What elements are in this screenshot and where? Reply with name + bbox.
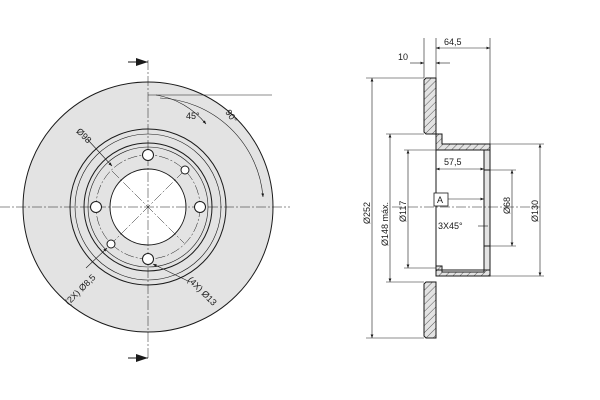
angle-90-arc: [159, 97, 265, 198]
section-arrowhead-top: [136, 58, 148, 66]
dim-57-5-label: 57,5: [444, 157, 462, 167]
chamfer-label: 3X45°: [438, 221, 463, 231]
screw-hole-upper-right: [180, 165, 190, 175]
dia-130-label: Ø130: [530, 200, 540, 222]
bolt-hole-left: [90, 201, 102, 213]
side-view: 10 64,5 57,5 A 3X45° Ø252 Ø148 máx. Ø117: [362, 37, 544, 339]
holes-4x-leader: [152, 263, 191, 283]
dim-64-5-label: 64,5: [444, 37, 462, 47]
friction-ring-section-bottom: [423, 281, 437, 339]
front-diagonal-axis-2: [111, 170, 185, 244]
dim-10-label: 10: [398, 52, 408, 62]
bolt-hole-right: [194, 201, 206, 213]
datum-a-box: [433, 192, 449, 207]
mounting-face: [483, 149, 491, 271]
friction-ring-section: [423, 77, 437, 135]
hat-section-top: [435, 133, 491, 153]
screw-hole-lower-left: [106, 239, 116, 249]
dia-98-leader: [87, 139, 113, 167]
angle-45-arc: [155, 94, 207, 125]
angle-45-label: 45°: [186, 111, 200, 121]
section-arrowhead-bottom: [136, 354, 148, 362]
dia-252-label: Ø252: [362, 202, 372, 224]
hat-cylinder-outline: [435, 149, 491, 271]
holes-2x-leader: [85, 247, 108, 269]
dia-148-label: Ø148 máx.: [380, 202, 390, 246]
dia-68-label: Ø68: [502, 197, 512, 214]
hat-section-bottom: [435, 265, 491, 277]
datum-a-label: A: [437, 195, 443, 205]
dia-117-label: Ø117: [398, 201, 408, 222]
bolt-hole-bottom: [142, 253, 154, 265]
front-view: 45° 90° Ø98 (2X) Ø8,5 (4X) Ø13: [0, 58, 290, 362]
bolt-hole-top: [142, 149, 154, 161]
